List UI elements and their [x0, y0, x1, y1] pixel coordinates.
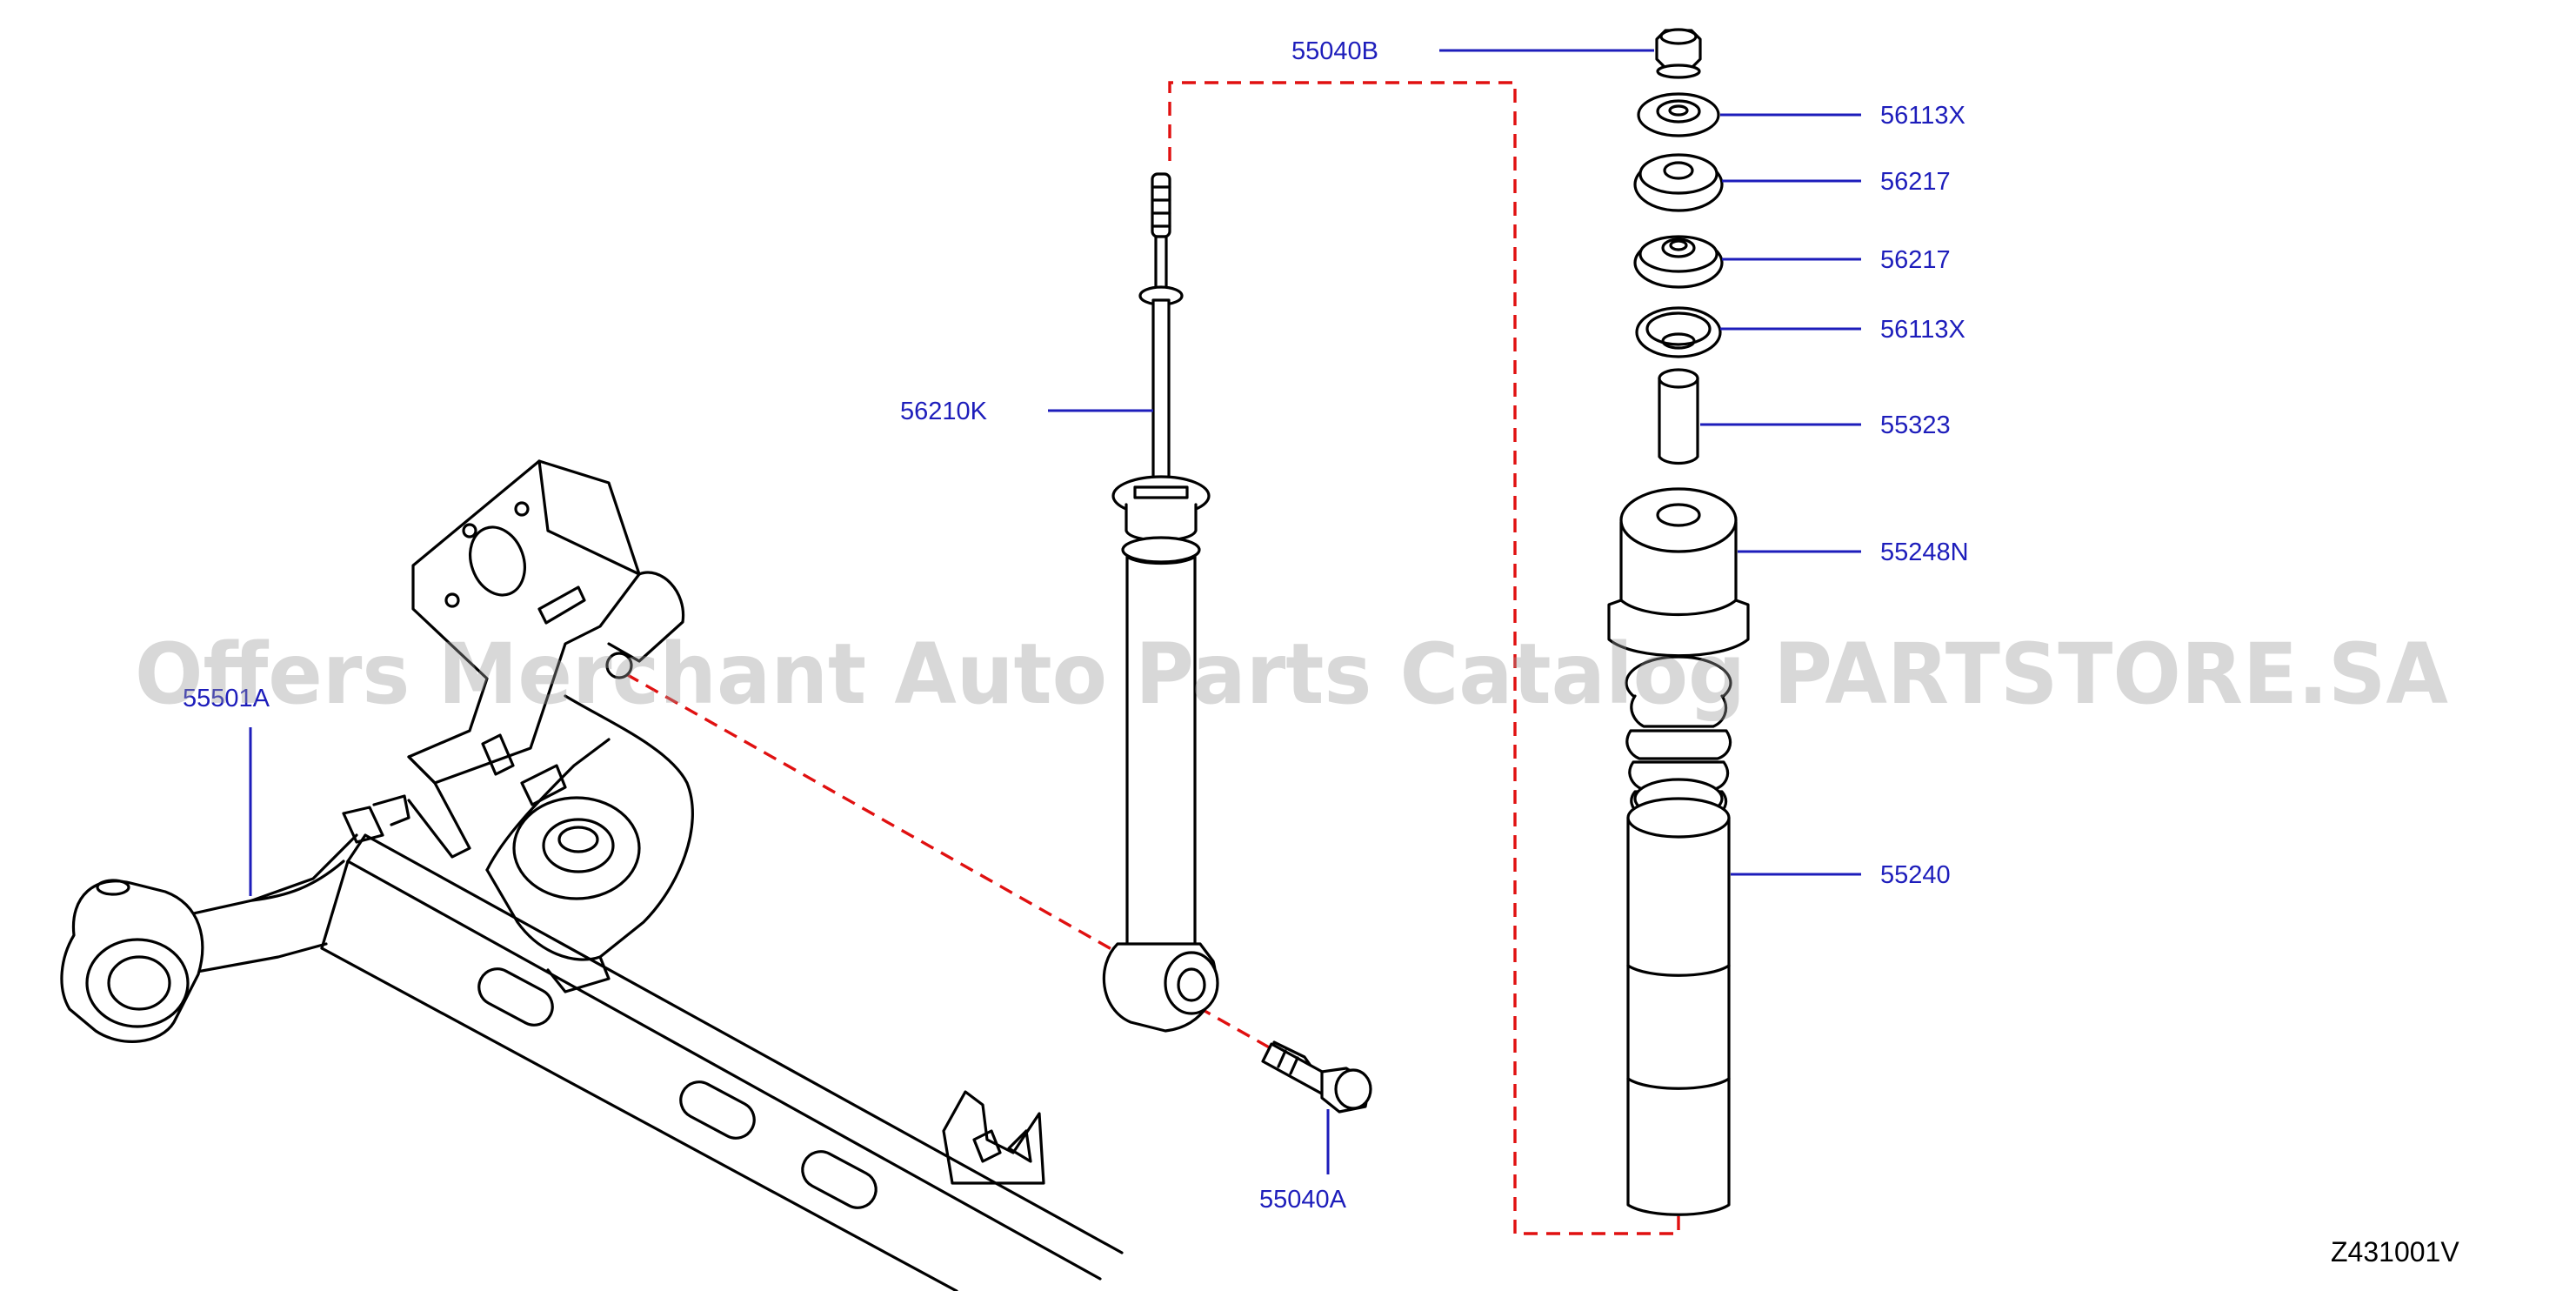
- leader-lines: [249, 49, 1861, 1174]
- watermark-text: Offers Merchant Auto Parts Catalog PARTS…: [135, 625, 2448, 723]
- assembly-dashed-lines: [625, 81, 1680, 1235]
- rear-axle-beam: [60, 794, 1124, 1291]
- label-56113X-top: 56113X: [1880, 102, 1965, 130]
- label-55323: 55323: [1880, 411, 1951, 439]
- label-55040B: 55040B: [1291, 37, 1378, 65]
- mounting-bolt: [1261, 1040, 1372, 1114]
- label-55248N: 55248N: [1880, 538, 1969, 566]
- label-55040A: 55040A: [1259, 1186, 1347, 1214]
- diagram-code: Z431001V: [2331, 1236, 2459, 1268]
- label-56113X-bottom: 56113X: [1880, 316, 1965, 344]
- shock-mount-bracket: [407, 459, 694, 993]
- part-labels: 55040B 56113X 56217 56217 56113X 55323 5…: [183, 37, 1969, 1214]
- label-56217-b: 56217: [1880, 246, 1951, 274]
- label-56217-a: 56217: [1880, 168, 1951, 196]
- label-55240: 55240: [1880, 861, 1951, 889]
- upper-mount-stack: [1607, 28, 1750, 1216]
- shock-absorber: [1102, 172, 1219, 1033]
- label-56210K: 56210K: [900, 398, 988, 425]
- label-55501A: 55501A: [183, 685, 270, 712]
